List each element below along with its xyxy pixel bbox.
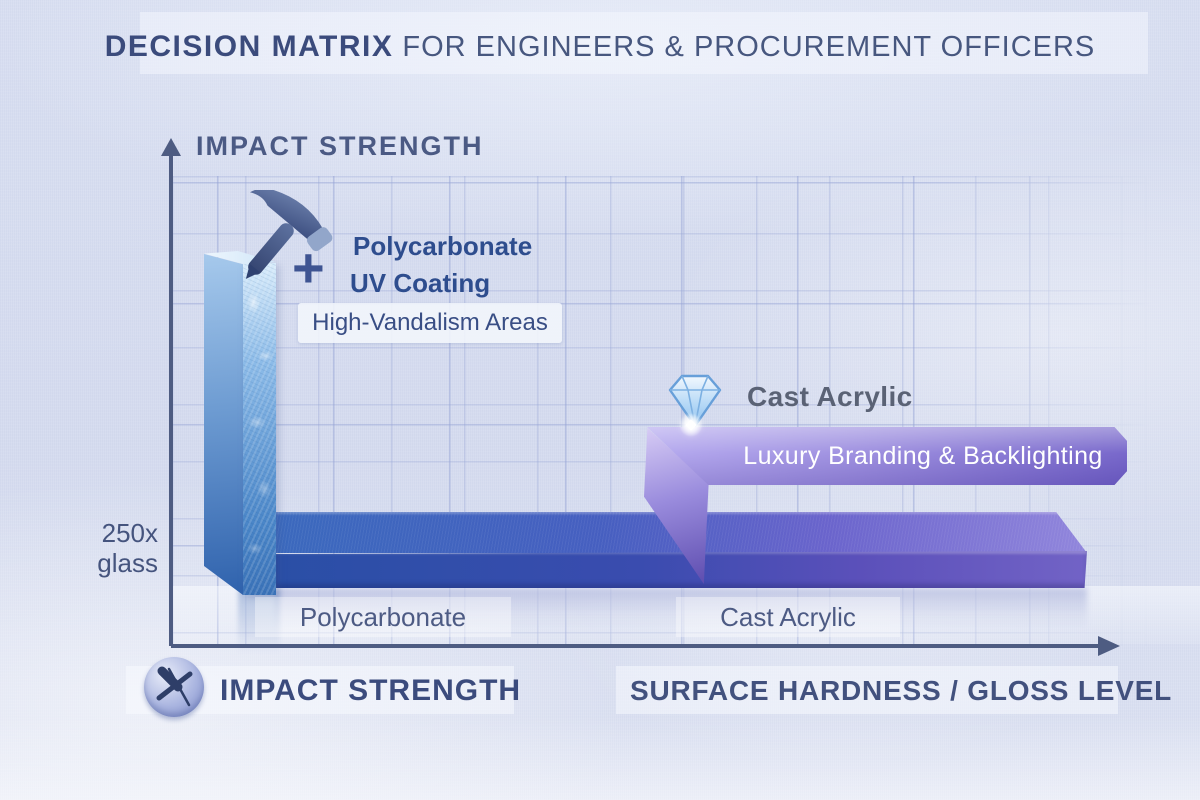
floor-bar-reflection [275,588,1087,630]
title-band [140,12,1148,74]
polycarbonate-bar-side-face [204,254,243,595]
x-axis-arrow-icon [1098,636,1120,656]
surface-legend-label: SURFACE HARDNESS / GLOSS LEVEL [630,675,1173,706]
polycarbonate-bar-front-face [243,263,276,595]
use-case-label: High-Vandalism Areas [312,309,548,336]
acrylic-banner-label: Luxury Branding & Backlighting [743,441,1103,470]
sparkle-icon [679,413,703,437]
polycarbonate-label-band: Polycarbonate [255,597,511,637]
bottom-haze [0,716,1200,800]
impact-legend-label: IMPACT STRENGTH [220,674,522,707]
page-title-rest: FOR ENGINEERS & PROCUREMENT OFFICERS [393,31,1096,63]
reflection-band [172,586,1200,644]
y-axis-line [169,154,173,646]
acrylic-label-band: Cast Acrylic [676,597,900,637]
x-axis-line [171,644,1101,648]
y-axis-tick-line2: glass [97,548,158,579]
page-title-emphasis: DECISION MATRIX [104,30,394,63]
slab-reflection [238,590,280,664]
page-title: DECISION MATRIX FOR ENGINEERS & PROCUREM… [0,30,1200,64]
acrylic-heading: Cast Acrylic [747,381,913,412]
polycarbonate-callout-line1: Polycarbonate [353,231,533,261]
use-case-box: High-Vandalism Areas [298,303,562,343]
floor-bar-front-face [275,551,1087,588]
y-axis-tick-line1: 250x [101,518,158,548]
plus-sign: + [292,236,325,299]
acrylic-bar-label: Cast Acrylic [720,601,856,632]
hammer-icon [245,190,333,279]
y-axis-label: IMPACT STRENGTH [196,131,484,161]
hammer-sphere-icon [144,657,204,717]
y-axis-tick: 250x glass [58,518,158,578]
acrylic-banner: Luxury Branding & Backlighting [647,427,1127,485]
surface-legend-band [616,666,1118,714]
polycarbonate-callout-line2: UV Coating [350,268,491,298]
polycarbonate-bar-label: Polycarbonate [299,601,467,632]
y-axis-arrow-icon [161,138,181,156]
